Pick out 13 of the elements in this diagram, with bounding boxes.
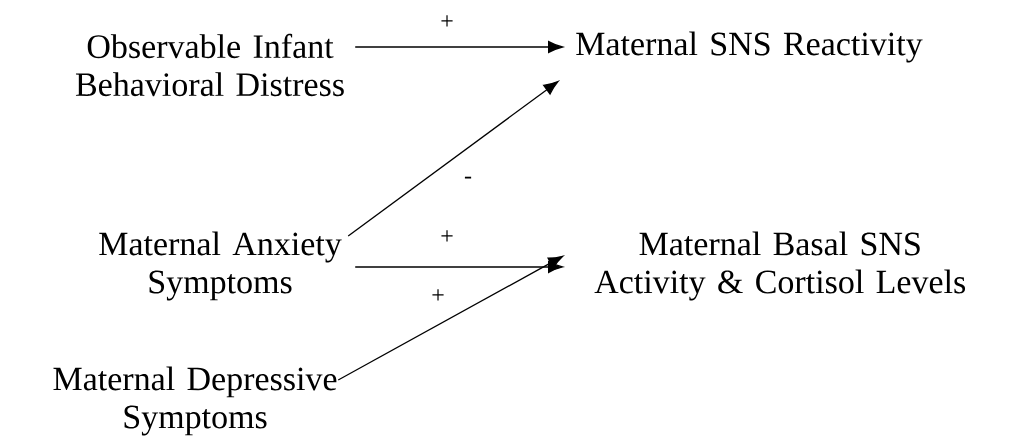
edge-label: +	[441, 15, 453, 27]
arrow	[347, 80, 559, 237]
variable-label: Maternal Basal SNS Activity & Cortisol Levels	[594, 231, 966, 301]
variable-label: Observable Infant Behavioral Distress	[75, 33, 344, 97]
variable-label: Maternal Anxiety Symptoms	[99, 231, 342, 301]
variable-label: Maternal SNS Reactivity	[576, 31, 923, 63]
arrow	[337, 255, 564, 381]
edge-label: +	[432, 289, 444, 301]
edge-label: -	[464, 176, 472, 179]
arrow	[354, 261, 564, 273]
variable-label: Maternal Depressive Symptoms	[53, 366, 337, 436]
arrow	[354, 41, 564, 53]
edge-label: +	[441, 230, 453, 242]
